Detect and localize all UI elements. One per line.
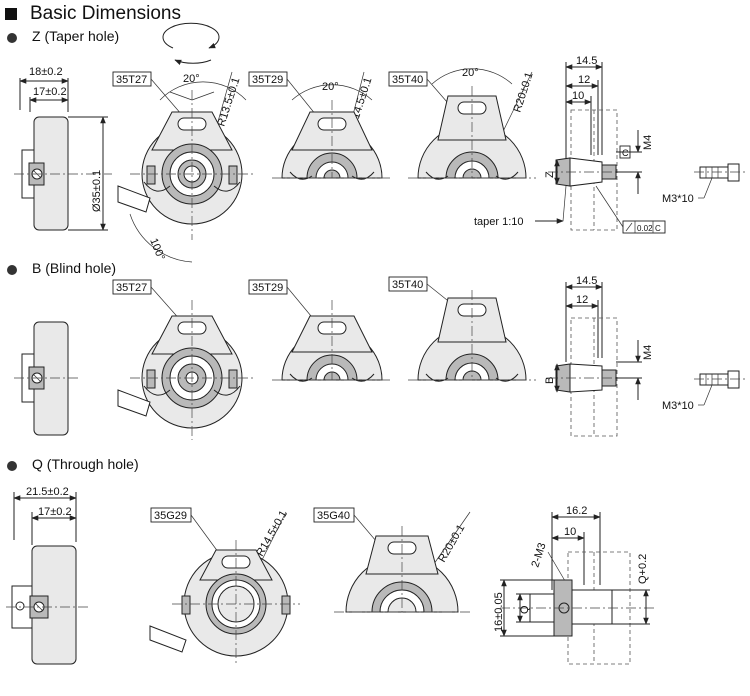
z-side-width-outer-label: 18±0.2 [29,66,63,78]
z-tol-ref-label: C [655,224,661,233]
q-r145-label: R14.5±0.1 [254,509,290,559]
b-front-35t40: 35T40 [388,276,536,382]
b-side-view [14,321,80,436]
title-square-marker [5,8,17,20]
z-taper-label: taper 1:10 [474,216,524,228]
t29-angle-label: 20° [322,81,339,93]
q-front-35g29: 35G29 R14.5±0.1 [149,507,300,666]
z-front-35t27: 35T27 20° R13.5±0.1 100° [112,22,254,263]
q-sec-2m3-label: 2-M3 [529,541,548,569]
q-section-view: 16.2 10 2-M3 Q+0.2 Q 16±0.05 [493,505,656,665]
t27-label: 35T27 [116,74,147,86]
section-z-title: Z (Taper hole) [32,28,120,44]
z-sec-c-label: C [622,148,629,158]
b-front-35t27: 35T27 [112,279,254,440]
b-screw-label: M3*10 [662,400,694,412]
section-q-bullet [7,461,17,471]
rotation-arrow-icon [162,22,220,49]
section-q-title: Q (Through hole) [32,456,139,472]
z-sec-12-label: 12 [578,74,590,86]
q-sec-16-label: 16±0.05 [493,592,505,632]
g40-label: 35G40 [317,510,350,522]
z-front-35t40: 35T40 20° R20±0.1 [388,67,536,180]
section-z-bullet [7,33,17,43]
b-sec-b-label: B [544,377,556,384]
q-sec-10-label: 10 [564,526,576,538]
page-title: Basic Dimensions [30,3,181,24]
q-sec-q-label: Q [519,605,531,614]
b-section-view: 14.5 12 M4 B [544,275,654,437]
b-sec-145-label: 14.5 [576,275,597,287]
z-section-view: 14.5 12 10 C M4 Z taper 1:10 0.0 [474,55,666,234]
z-screw-label: M3*10 [662,193,694,205]
t29-label: 35T29 [252,74,283,86]
z-front-35t29: 35T29 20° R14.5±0.1 [248,71,392,180]
q-side-view: 21.5±0.2 17±0.2 [6,486,90,665]
section-b-title: B (Blind hole) [32,260,117,276]
section-b-bullet [7,265,17,275]
z-screw: M3*10 [662,163,746,205]
z-side-width-inner-label: 17±0.2 [33,86,67,98]
q-side-width-outer-label: 21.5±0.2 [26,486,69,498]
q-side-width-inner-label: 17±0.2 [38,506,72,518]
t40-angle-label: 20° [462,67,479,79]
b-front-35t29: 35T29 [248,279,392,382]
z-rot-angle-label: 20° [183,73,200,85]
t40-label: 35T40 [392,74,423,86]
g29-label: 35G29 [154,510,187,522]
q-sec-162-label: 16.2 [566,505,587,517]
z-side-view: 18±0.2 17±0.2 Ø35±0.1 [14,66,112,231]
b-t29-label: 35T29 [252,282,283,294]
b-t40-label: 35T40 [392,279,423,291]
b-screw: M3*10 [662,370,746,412]
z-sec-m4-label: M4 [642,135,654,150]
b-t27-label: 35T27 [116,282,147,294]
z-tol-label: 0.02 [637,224,653,233]
b-sec-12-label: 12 [576,294,588,306]
z-sec-z-label: Z [544,171,556,178]
z-side-dia-label: Ø35±0.1 [91,170,103,212]
q-r20-label: R20±0.1 [436,523,467,565]
b-sec-m4-label: M4 [642,345,654,360]
z-sec-10-label: 10 [572,90,584,102]
z-sec-145-label: 14.5 [576,55,597,67]
q-sec-qp-label: Q+0.2 [637,554,649,584]
z-cable-angle-label: 100° [147,237,167,263]
q-front-35g40: 35G40 R20±0.1 [313,507,471,613]
